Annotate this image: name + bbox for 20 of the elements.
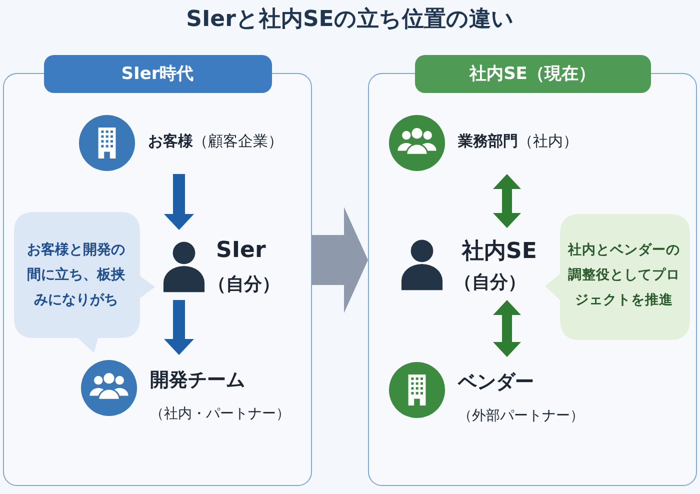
bubble-text: 社内とベンダーの調整役としてプロジェクトを推進 (568, 241, 680, 310)
arrow (164, 300, 194, 355)
arrow (164, 174, 194, 230)
arrow (493, 300, 521, 357)
person-subtitle: （自分） (454, 271, 526, 294)
node-subtitle: （社内・パートナー） (150, 405, 290, 423)
node-label: 開発チーム (150, 368, 245, 393)
panel-header: 社内SE（現在） (414, 55, 650, 93)
title: SIerと社内SEの立ち位置の違い (185, 6, 515, 34)
node-subtitle: （外部パートナー） (458, 407, 584, 425)
node-label: 業務部門（社内） (458, 132, 578, 151)
person-name: 社内SE (462, 238, 537, 266)
person-subtitle: （自分） (208, 273, 280, 296)
panel-header: SIer時代 (44, 55, 272, 93)
node-label: お客様（顧客企業） (148, 132, 283, 151)
person-name: SIer (216, 238, 266, 263)
block-arrow (312, 207, 368, 313)
bubble-text: お客様と開発の間に立ち、板挟みになりがち (26, 240, 126, 310)
node-label: ベンダー (458, 370, 534, 395)
arrow (493, 174, 521, 228)
